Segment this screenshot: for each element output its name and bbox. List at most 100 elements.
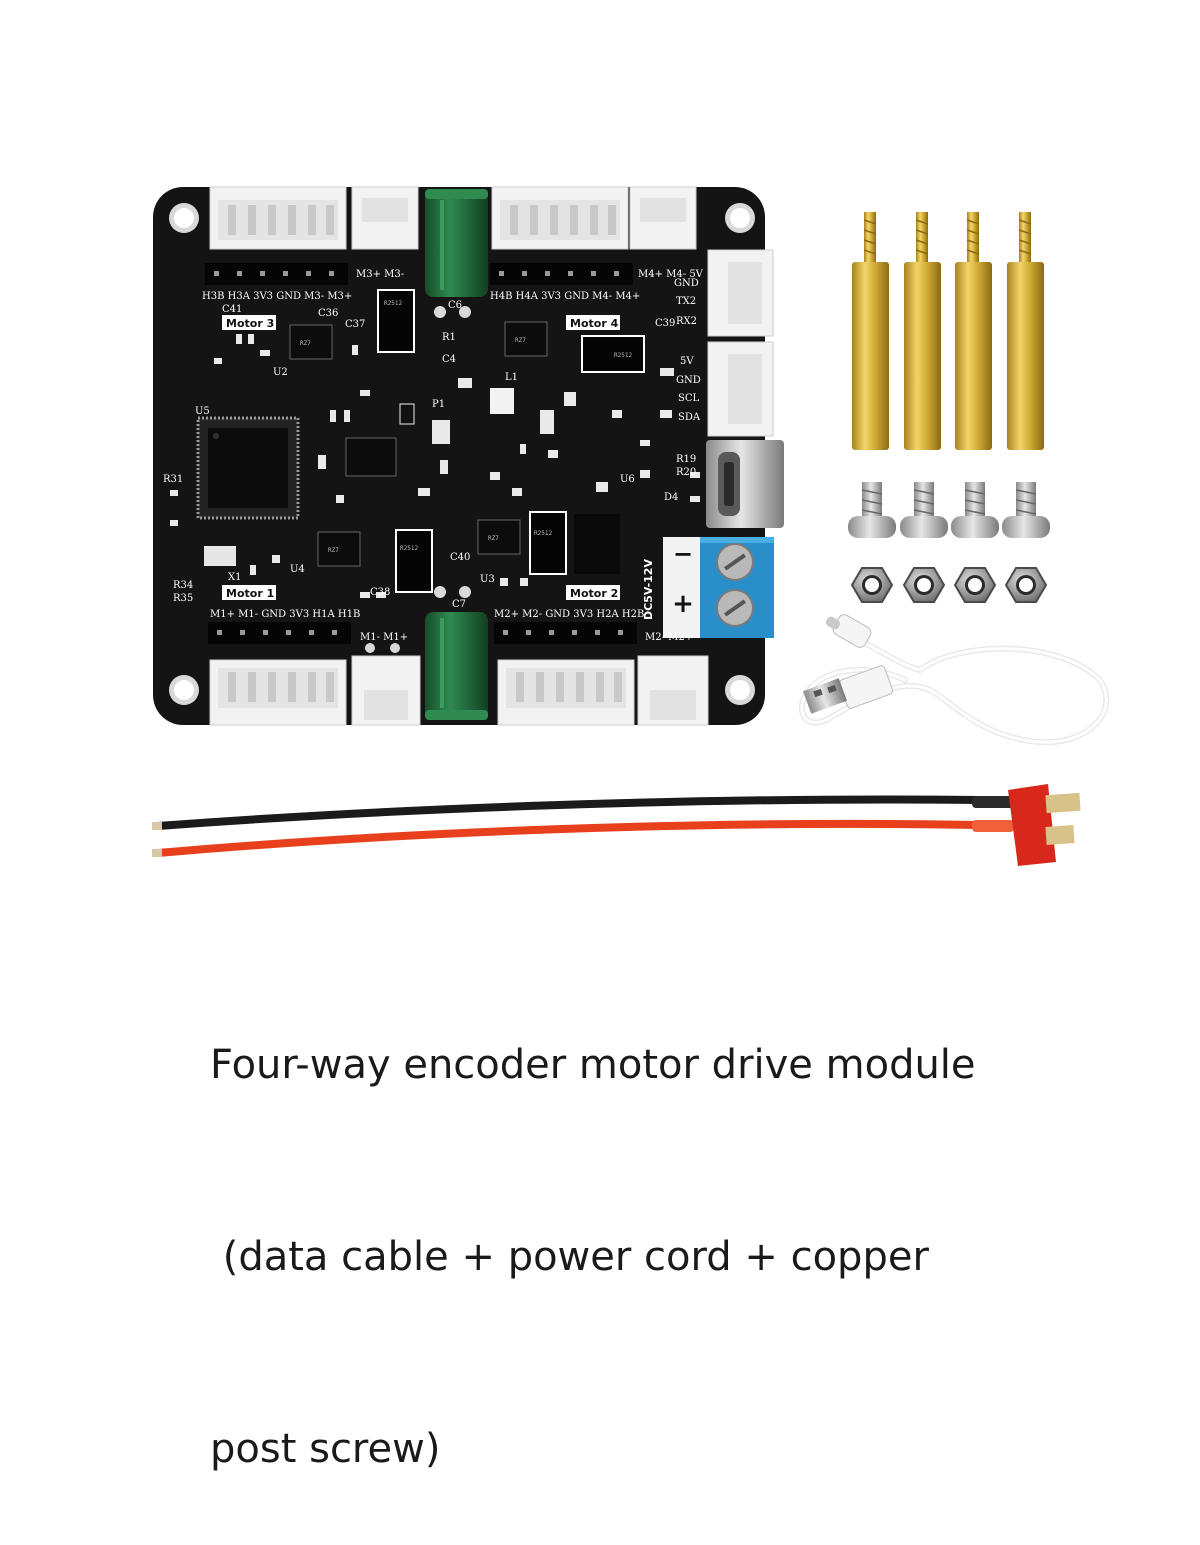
- nut-icon: [1004, 567, 1048, 603]
- driver-chip-motor3: RZ7: [289, 324, 333, 360]
- power-cord: [152, 784, 1081, 866]
- svg-text:R35: R35: [173, 593, 193, 604]
- designator-u5: U5: [195, 406, 210, 417]
- svg-text:C6: C6: [448, 300, 462, 311]
- inductor: [490, 388, 514, 414]
- nuts: [850, 567, 1048, 603]
- svg-text:C7: C7: [452, 599, 466, 610]
- usb-data-cable: [799, 614, 1110, 746]
- svg-text:R34: R34: [173, 580, 193, 591]
- wire-tip-black: [152, 822, 162, 830]
- silk-top-right-small: M4+ M4- 5V: [638, 269, 704, 280]
- connector-uart[interactable]: [707, 249, 774, 337]
- mounting-hole-icon: [169, 675, 199, 705]
- silk-bottom-left-small: M1- M1+: [360, 632, 408, 643]
- nut-icon: [953, 567, 997, 603]
- mosfet-chip: [574, 514, 620, 574]
- capacitor-top: [425, 189, 488, 318]
- silk-bottom-left-pins: M1+ M1- GND 3V3 H1A H1B: [210, 609, 360, 620]
- shunt-resistor-2: R2512: [581, 335, 645, 373]
- svg-text:R20: R20: [676, 467, 696, 478]
- connector-motor1-power[interactable]: [351, 643, 421, 726]
- crystal: [204, 546, 236, 566]
- connector-motor2-encoder[interactable]: [497, 659, 635, 726]
- mcu-chip: [196, 416, 300, 520]
- screw-icon: [900, 482, 948, 538]
- svg-text:C41: C41: [222, 304, 242, 315]
- connector-motor1-encoder[interactable]: [209, 659, 347, 726]
- silk-designators: C41 C36 C37 C38 C39 C40 R31 R34 R35 R19 …: [163, 300, 696, 610]
- svg-text:C39: C39: [655, 318, 675, 329]
- silk-power-voltage: DC5V-12V: [642, 559, 655, 620]
- power-plus-mark: +: [672, 589, 694, 619]
- driver-chip-motor2: RZ7: [477, 519, 521, 555]
- motor4-label: Motor 4: [566, 315, 620, 330]
- connector-i2c[interactable]: [707, 341, 774, 437]
- usb-c-plug: [825, 614, 872, 648]
- regulator-chip: [345, 437, 397, 477]
- caption-line-2: (data cable + power cord + copper: [210, 1234, 929, 1280]
- nut-icon: [850, 567, 894, 603]
- silk-i2c-5v: 5V: [680, 356, 694, 367]
- connector-motor4-power[interactable]: [629, 186, 697, 250]
- svg-text:R1: R1: [442, 332, 456, 343]
- silk-i2c-scl: SCL: [678, 393, 700, 404]
- connector-motor3-power[interactable]: [351, 186, 419, 250]
- caption-line-1: Four-way encoder motor drive module: [210, 1042, 976, 1088]
- motor1-label: Motor 1: [222, 585, 276, 600]
- driver-chip-motor4: RZ7: [504, 321, 548, 357]
- brass-standoff: [955, 212, 992, 450]
- t-plug-connector: [972, 784, 1081, 866]
- connector-motor3-encoder[interactable]: [209, 186, 347, 250]
- svg-text:L1: L1: [505, 372, 518, 383]
- svg-text:Motor 4: Motor 4: [570, 317, 619, 330]
- silk-top-left-small: M3+ M3-: [356, 269, 404, 280]
- svg-text:RZ7: RZ7: [328, 547, 339, 554]
- smd-components: [170, 334, 700, 598]
- shunt-resistor-3: R2512: [395, 529, 433, 593]
- usb-a-plug: [803, 665, 894, 714]
- brass-standoff: [904, 212, 941, 450]
- screw-icon: [848, 482, 896, 538]
- svg-text:C37: C37: [345, 319, 365, 330]
- connector-motor2-power[interactable]: [637, 655, 709, 726]
- motor3-label: Motor 3: [222, 315, 276, 330]
- pin-header-top-right: [490, 263, 633, 285]
- motor2-label: Motor 2: [566, 585, 620, 600]
- svg-text:C4: C4: [442, 354, 456, 365]
- nut-icon: [902, 567, 946, 603]
- svg-text:U6: U6: [620, 474, 635, 485]
- pin-header-bottom-left: [208, 622, 351, 644]
- mounting-hole-icon: [725, 203, 755, 233]
- mounting-hole-icon: [725, 675, 755, 705]
- screw-icon: [716, 543, 754, 581]
- svg-text:RZ7: RZ7: [300, 340, 311, 347]
- svg-text:RZ7: RZ7: [488, 535, 499, 542]
- silk-top-left-pins: H3B H3A 3V3 GND M3- M3+: [202, 291, 352, 302]
- wire-tip-red: [152, 849, 162, 857]
- pin-header-top-left: [205, 263, 348, 285]
- brass-standoffs: [852, 212, 1044, 450]
- svg-text:X1: X1: [228, 572, 241, 583]
- screw-icon: [716, 589, 754, 627]
- svg-text:C36: C36: [318, 308, 338, 319]
- svg-text:U3: U3: [480, 574, 495, 585]
- silk-i2c-gnd: GND: [676, 375, 701, 386]
- svg-text:R2512: R2512: [534, 530, 552, 537]
- svg-text:Motor 2: Motor 2: [570, 587, 618, 600]
- screw-icon: [1002, 482, 1050, 538]
- svg-text:C40: C40: [450, 552, 470, 563]
- svg-text:P1: P1: [432, 399, 445, 410]
- svg-text:Motor 1: Motor 1: [226, 587, 274, 600]
- capacitor-bottom: [425, 586, 488, 720]
- screws: [848, 482, 1050, 538]
- usb-c-port-icon[interactable]: [706, 440, 784, 528]
- brass-standoff: [1007, 212, 1044, 450]
- silk-uart-tx2: TX2: [676, 296, 696, 307]
- caption-line-3: post screw): [210, 1426, 441, 1472]
- connector-motor4-encoder[interactable]: [491, 186, 629, 250]
- power-terminal-block[interactable]: − +: [663, 537, 774, 638]
- silk-i2c-sda: SDA: [678, 412, 701, 423]
- svg-text:R31: R31: [163, 474, 183, 485]
- power-minus-mark: −: [673, 540, 693, 568]
